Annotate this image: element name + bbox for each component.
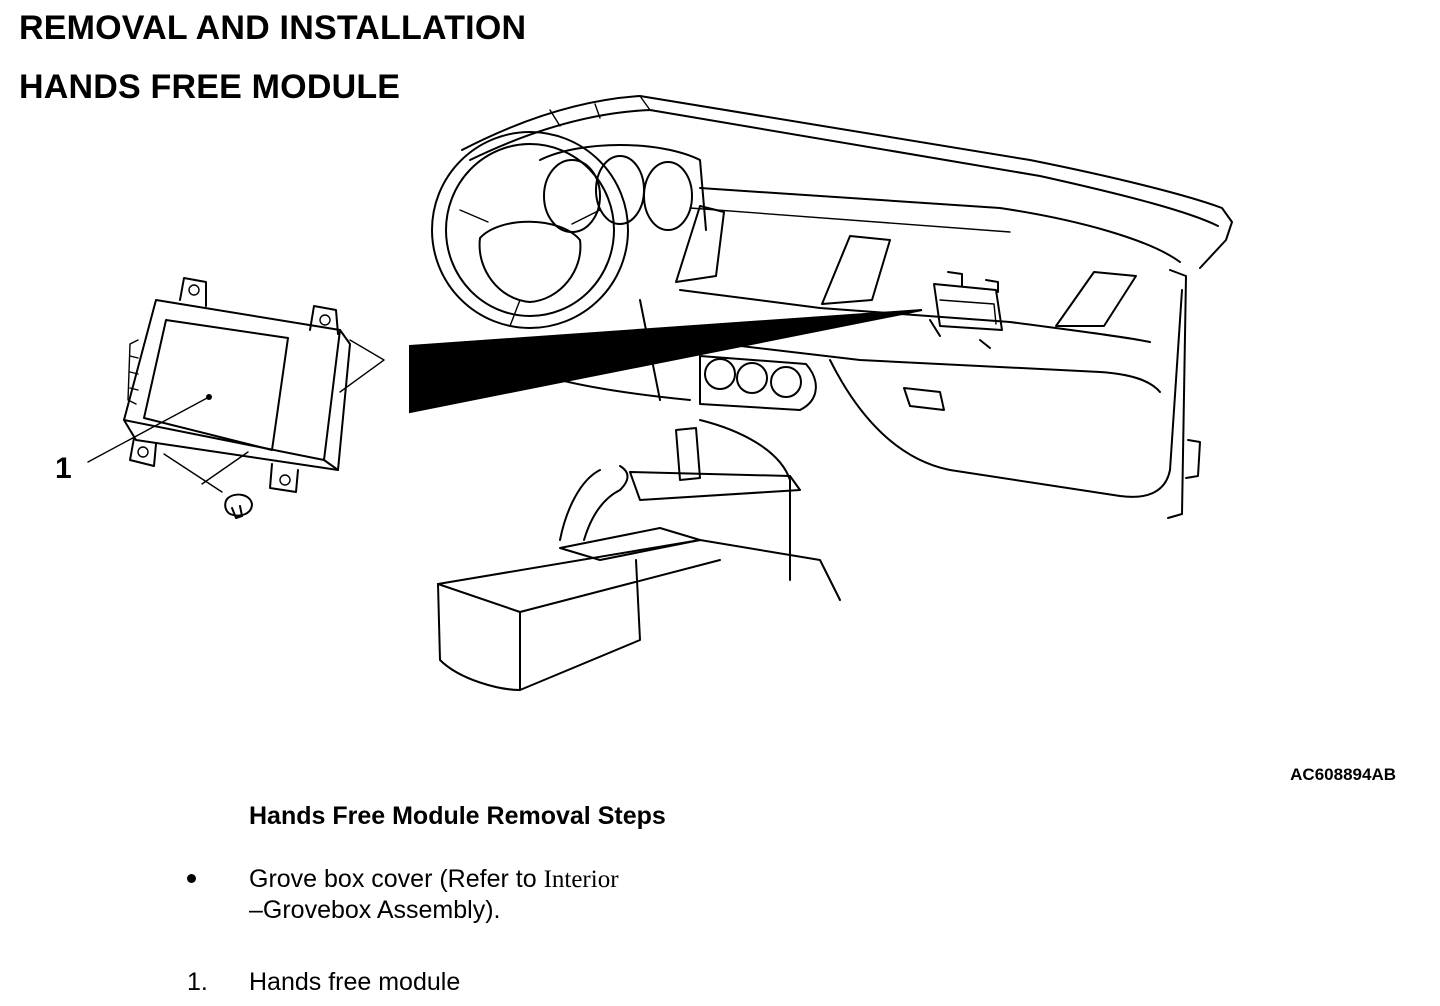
figure-code: AC608894AB [1290, 765, 1396, 784]
zoom-indicator-wedge [409, 309, 923, 414]
module-installed-location [929, 271, 1003, 349]
hands-free-module-location-illustration [87, 95, 1233, 691]
step-label: Hands free module [249, 968, 461, 996]
document-title: REMOVAL AND INSTALLATION [19, 9, 527, 47]
interior-reference-link[interactable]: Interior [543, 866, 619, 893]
bullet-icon [187, 874, 196, 883]
bullet-item-text-before: Grove box cover (Refer to [249, 865, 544, 893]
document-subtitle: HANDS FREE MODULE [19, 68, 401, 106]
bullet-item-text: Grove box cover (Refer to Interior –Grov… [249, 864, 689, 926]
hands-free-module-exploded-view [87, 277, 385, 519]
procedure-title: Hands Free Module Removal Steps [249, 802, 666, 830]
callout-number-1: 1 [55, 452, 72, 485]
instrument-panel-drawing [431, 95, 1233, 691]
bullet-item-text-after: –Grovebox Assembly). [249, 896, 501, 924]
step-number: 1. [187, 968, 208, 996]
